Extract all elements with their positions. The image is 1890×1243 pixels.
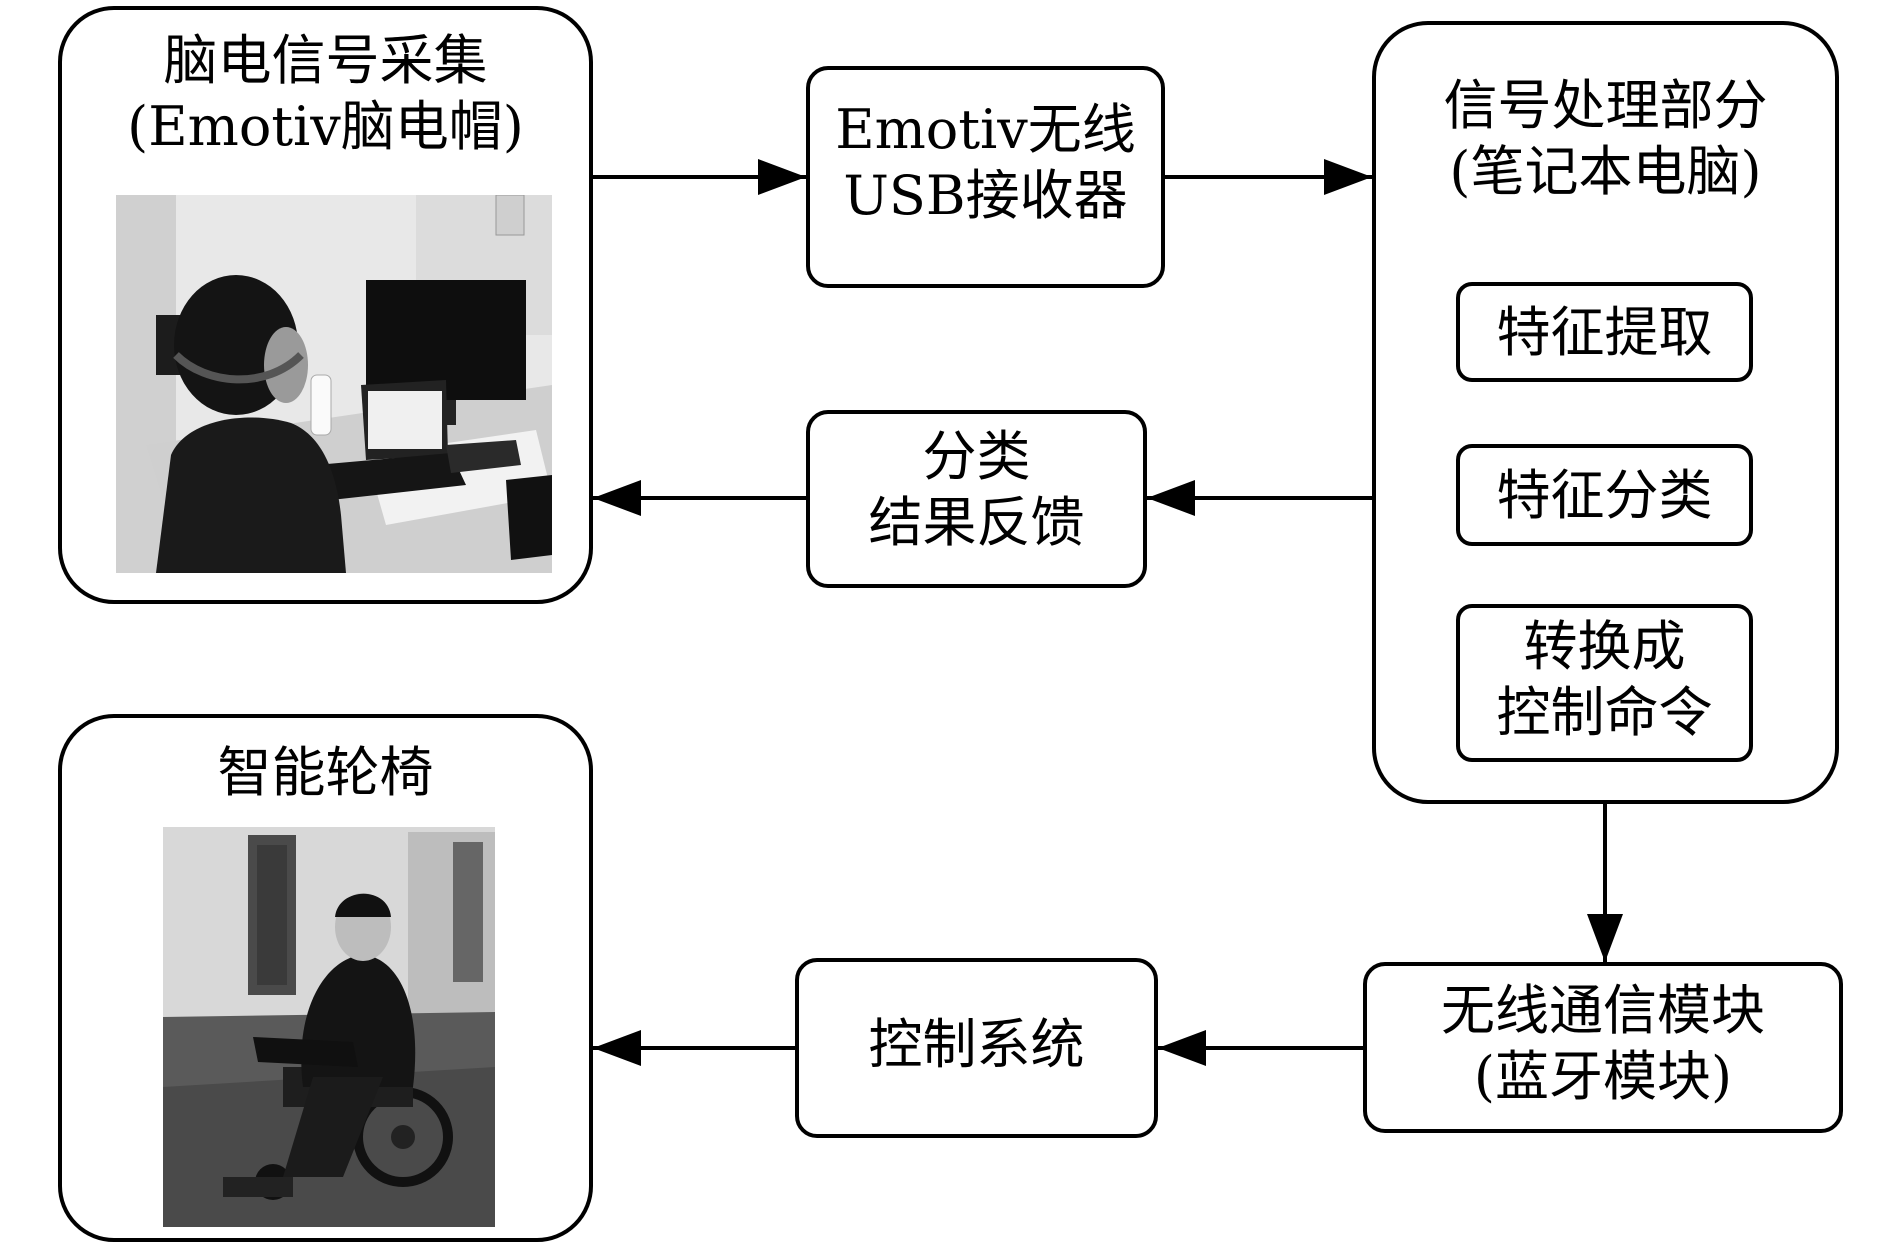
feature-extraction-line1: 特征提取 [1496,301,1713,364]
eeg-photo-illustration [116,195,552,573]
wheelchair-photo [163,827,495,1227]
eeg-acquisition-title-line1: 脑电信号采集 [163,29,488,92]
feedback-text: 分类 结果反馈 [810,424,1143,556]
eeg-experiment-photo [116,195,552,573]
wireless-module-box: 无线通信模块 (蓝牙模块) [1363,962,1843,1133]
wheelchair-title: 智能轮椅 [217,741,434,804]
feedback-line2: 结果反馈 [868,490,1085,554]
convert-command-line2: 控制命令 [1496,680,1713,744]
wheelchair-box: 智能轮椅 [58,714,593,1242]
signal-processing-title-line1: 信号处理部分 [1443,74,1768,137]
feature-extraction-text: 特征提取 [1460,300,1749,366]
control-system-box: 控制系统 [795,958,1158,1138]
eeg-acquisition-box: 脑电信号采集 (Emotiv脑电帽) [58,6,593,604]
feature-classification-text: 特征分类 [1460,463,1749,529]
convert-command-text: 转换成 控制命令 [1460,614,1749,746]
control-system-label: 控制系统 [868,1013,1085,1076]
convert-command-line1: 转换成 [1523,615,1686,678]
convert-command-box: 转换成 控制命令 [1456,604,1753,762]
feedback-line1: 分类 [922,425,1031,488]
wireless-module-text: 无线通信模块 (蓝牙模块) [1367,978,1839,1110]
eeg-acquisition-title: 脑电信号采集 (Emotiv脑电帽) [62,28,589,160]
wireless-module-line1: 无线通信模块 [1441,979,1765,1042]
wheelchair-photo-illustration [163,827,495,1227]
feature-extraction-box: 特征提取 [1456,282,1753,382]
eeg-acquisition-title-line2: (Emotiv脑电帽) [127,94,524,158]
usb-receiver-line1: Emotiv无线 [835,98,1136,161]
usb-receiver-text: Emotiv无线 USB接收器 [810,97,1161,229]
feature-classification-box: 特征分类 [1456,444,1753,546]
wireless-module-line2: (蓝牙模块) [1473,1044,1733,1108]
feature-classification-line1: 特征分类 [1496,464,1713,527]
usb-receiver-line2: USB接收器 [843,163,1128,227]
signal-processing-title-line2: (笔记本电脑) [1449,139,1762,203]
usb-receiver-box: Emotiv无线 USB接收器 [806,66,1165,288]
signal-processing-title: 信号处理部分 (笔记本电脑) [1376,73,1835,205]
feedback-box: 分类 结果反馈 [806,410,1147,588]
